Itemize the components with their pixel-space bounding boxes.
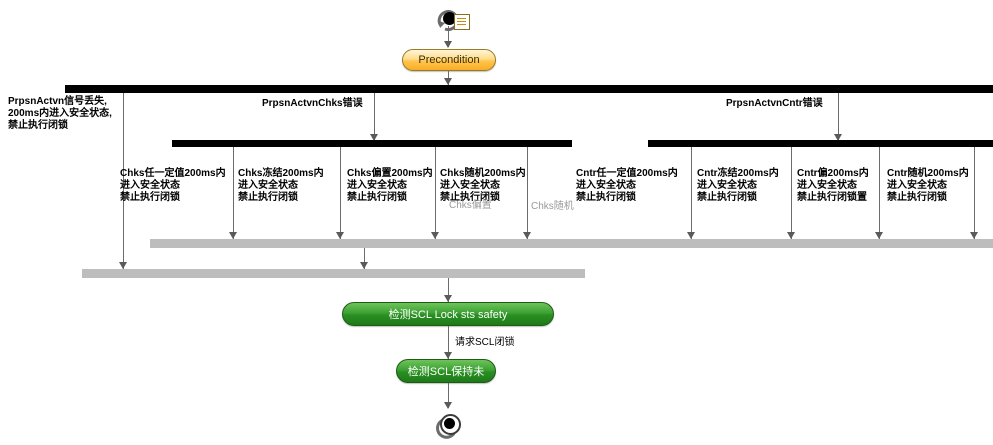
ghost-label-chks-random: Chks随机 xyxy=(531,201,574,212)
fork-node-cntr[interactable] xyxy=(648,140,993,147)
connector-cntr-random xyxy=(974,147,975,239)
action-detect-scl-lock-label: 检测SCL Lock sts safety xyxy=(388,309,508,321)
connector-detect-scl-lock-to-hold xyxy=(448,326,449,359)
action-detect-scl-hold-label: 检测SCL保持未 xyxy=(407,366,485,378)
connector-chks-frozen xyxy=(340,147,341,239)
branch-label-chks-frozen: Chks冻结200ms内 进入安全状态 禁止执行闭锁 xyxy=(238,168,324,203)
arrowhead xyxy=(119,262,127,269)
arrowhead xyxy=(444,402,452,409)
branch-title-prpsnactvncntr-error: PrpsnActvnCntr错误 xyxy=(726,98,823,109)
connector-detect-scl-hold-to-final xyxy=(448,383,449,408)
edge-label-request-scl-lock: 请求SCL闭锁 xyxy=(455,337,515,348)
fork-node-chks[interactable] xyxy=(172,140,572,147)
branch-label-chks-any-fixed-value: Chks任一定值200ms内 进入安全状态 禁止执行闭锁 xyxy=(120,168,226,203)
precondition-label: Precondition xyxy=(418,54,480,66)
connector-signal-loss-to-join xyxy=(123,93,124,269)
connector-chks-offset xyxy=(435,147,436,239)
arrowhead xyxy=(523,232,531,239)
connector-upper-join-to-lower-join xyxy=(364,248,365,269)
arrowhead xyxy=(875,232,883,239)
branch-label-chks-offset: Chks偏置200ms内 进入安全状态 禁止执行闭锁 xyxy=(347,168,433,203)
branch-title-prpsnactvn-signal-loss: PrpsnActvn信号丢失, 200ms内进入安全状态, 禁止执行闭锁 xyxy=(8,96,112,131)
connector-initial-to-precondition xyxy=(448,26,449,47)
connector-top-fork-to-chks-fork xyxy=(374,93,375,140)
connector-join-to-detect-scl-lock xyxy=(448,278,449,302)
arrowhead xyxy=(444,78,452,85)
precondition-node[interactable]: Precondition xyxy=(402,49,496,71)
connector-top-fork-to-cntr-fork xyxy=(838,93,839,140)
final-node-inner-dot xyxy=(444,418,455,429)
connector-chks-random xyxy=(527,147,528,239)
connector-cntr-any-fixed-value xyxy=(691,147,692,239)
arrowhead xyxy=(787,232,795,239)
branch-label-chks-random: Chks随机200ms内 进入安全状态 禁止执行闭锁 xyxy=(440,168,526,203)
join-node-upper[interactable] xyxy=(150,239,993,248)
note-icon[interactable] xyxy=(454,14,470,30)
ghost-label-chks-offset: Chks偏置 xyxy=(449,200,492,211)
branch-title-prpsnactvnchks-error: PrpsnActvnChks错误 xyxy=(262,98,363,109)
arrowhead xyxy=(431,232,439,239)
arrowhead xyxy=(444,41,452,48)
initial-node[interactable] xyxy=(434,4,470,34)
arrowhead xyxy=(687,232,695,239)
connector-chks-any-fixed-value xyxy=(233,147,234,239)
branch-label-cntr-frozen: Cntr冻结200ms内 进入安全状态 禁止执行闭锁 xyxy=(697,168,779,203)
branch-label-cntr-random: Cntr随机200ms内 进入安全状态 禁止执行闭锁 xyxy=(887,168,969,203)
arrowhead xyxy=(444,352,452,359)
arrowhead xyxy=(970,232,978,239)
branch-label-cntr-offset: Cntr偏200ms内 进入安全状态 禁止执行闭锁置 xyxy=(797,168,869,203)
arrowhead xyxy=(444,295,452,302)
connector-cntr-offset xyxy=(879,147,880,239)
arrowhead xyxy=(370,134,378,141)
join-node-lower[interactable] xyxy=(82,269,585,278)
branch-label-cntr-any-fixed-value: Cntr任一定值200ms内 进入安全状态 禁止执行闭锁 xyxy=(576,168,678,203)
action-detect-scl-hold[interactable]: 检测SCL保持未 xyxy=(396,359,496,383)
arrowhead xyxy=(834,134,842,141)
initial-node-dot xyxy=(443,12,456,25)
arrowhead xyxy=(229,232,237,239)
arrowhead xyxy=(360,262,368,269)
action-detect-scl-lock[interactable]: 检测SCL Lock sts safety xyxy=(342,302,554,326)
connector-cntr-frozen xyxy=(791,147,792,239)
fork-node-top[interactable] xyxy=(65,85,993,93)
arrowhead xyxy=(336,232,344,239)
final-node[interactable] xyxy=(434,410,464,440)
